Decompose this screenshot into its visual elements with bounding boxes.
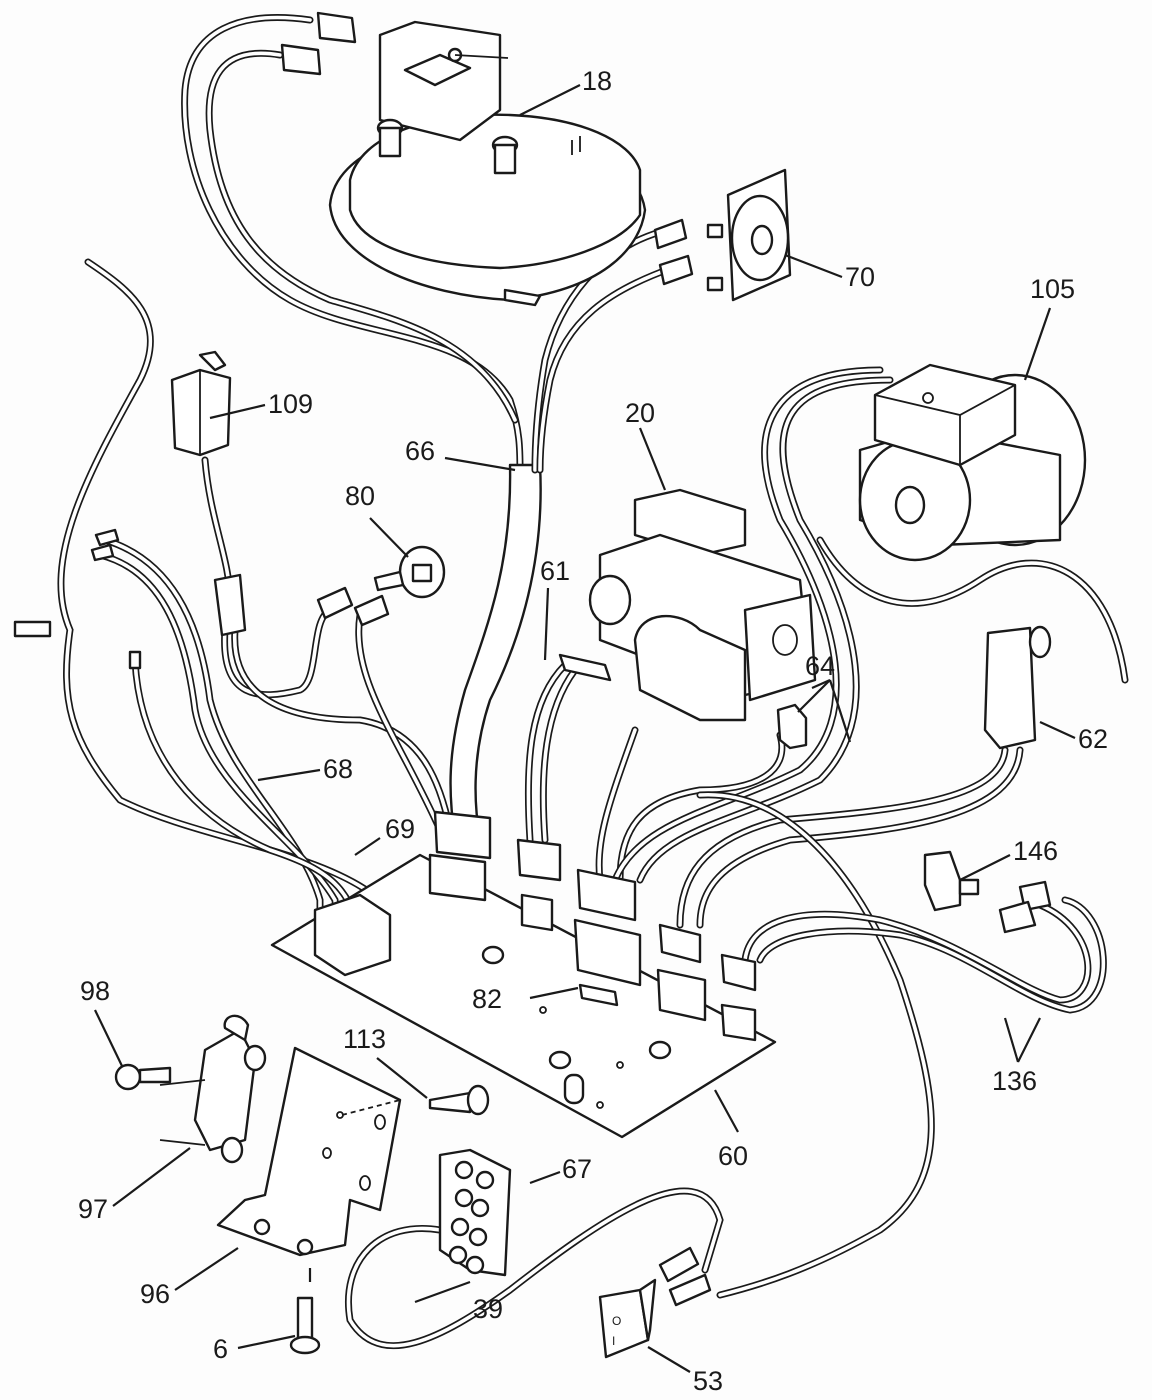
callout-66: 66 <box>405 436 435 466</box>
callout-98: 98 <box>80 976 110 1006</box>
mounting-bracket-96 <box>216 1046 402 1257</box>
callout-96: 96 <box>140 1279 170 1309</box>
flow-sensor-62 <box>983 625 1052 750</box>
screw-6 <box>289 1296 321 1355</box>
callout-68: 68 <box>323 754 353 784</box>
callout-20: 20 <box>625 398 655 428</box>
callout-82: 82 <box>472 984 502 1014</box>
pump-harness-connectors <box>998 880 1052 934</box>
callout-39: 39 <box>473 1294 503 1324</box>
air-pressure-switch-70 <box>653 168 792 302</box>
fan-assembly-18 <box>328 20 647 307</box>
pressure-switch-97 <box>159 1014 267 1164</box>
ribbon-61-wires <box>524 661 579 844</box>
callout-61: 61 <box>540 556 570 586</box>
callout-97: 97 <box>78 1194 108 1224</box>
wiring <box>57 14 1129 1350</box>
callout-18: 18 <box>582 66 612 96</box>
callout-labels: 18 70 105 109 66 20 80 61 64 62 68 69 14… <box>78 66 1108 1396</box>
fan-harness-trunk <box>449 228 676 842</box>
callout-69: 69 <box>385 814 415 844</box>
callout-60: 60 <box>718 1141 748 1171</box>
switch-on-mark: I <box>612 1334 615 1348</box>
overheat-thermostat-80 <box>373 545 446 599</box>
callout-146: 146 <box>1013 836 1058 866</box>
switch-off-mark: O <box>612 1314 621 1328</box>
screw-98 <box>114 1063 172 1091</box>
callout-109: 109 <box>268 389 313 419</box>
fan-connectors <box>280 11 357 76</box>
pump-105 <box>858 363 1087 562</box>
callout-62: 62 <box>1078 724 1108 754</box>
fan-wire-loop <box>181 14 524 474</box>
callout-67: 67 <box>562 1154 592 1184</box>
long-wire-left <box>57 258 384 904</box>
gas-valve-20 <box>588 488 817 722</box>
callout-70: 70 <box>845 262 875 292</box>
right-harness-wires <box>345 366 1129 1350</box>
callout-136: 136 <box>992 1066 1037 1096</box>
on-off-switch-53: O I <box>598 1246 712 1359</box>
spade-connectors <box>13 528 390 670</box>
callout-53: 53 <box>693 1366 723 1396</box>
callout-64: 64 <box>805 651 835 681</box>
callout-113: 113 <box>343 1024 386 1054</box>
terminal-block-67 <box>438 1148 512 1277</box>
gas-valve-connector-64 <box>776 703 808 750</box>
callout-105: 105 <box>1030 274 1075 304</box>
leader-lines <box>94 84 1076 1373</box>
callout-6: 6 <box>213 1334 228 1364</box>
screw-113 <box>428 1084 490 1116</box>
pcb-60 <box>270 810 777 1139</box>
callout-80: 80 <box>345 481 375 511</box>
clip-146 <box>923 850 980 912</box>
fuse-82 <box>578 983 619 1007</box>
connector-plug-109 <box>170 350 247 637</box>
ribbon-connector-61 <box>558 653 612 682</box>
